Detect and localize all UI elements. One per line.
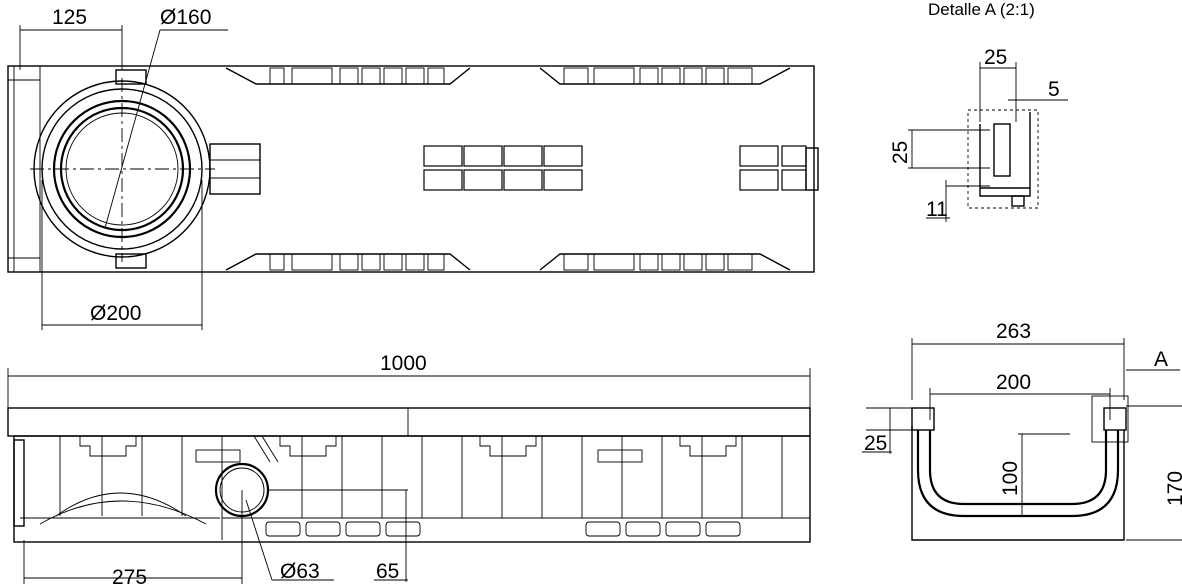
center-grid [423, 145, 807, 191]
dim-detail-base: 11 [926, 198, 948, 221]
top-view: 125 Ø160 Ø200 [7, 6, 819, 330]
dim-total-height: 170 [1164, 471, 1182, 506]
dim-detail-lip: 5 [1048, 78, 1060, 101]
dim-rim: 25 [864, 432, 887, 455]
dim-offset: 125 [52, 6, 87, 29]
dim-socket-diameter: Ø200 [90, 302, 141, 325]
dim-depth: 100 [999, 461, 1022, 496]
rib-pattern-top [269, 67, 753, 85]
dim-outer-width: 263 [996, 320, 1031, 343]
cross-section: 263 200 A 25 100 170 [862, 320, 1182, 541]
side-view: 1000 [7, 352, 811, 586]
detail-callout-label: A [1154, 348, 1168, 371]
dim-detail-height: 25 [889, 141, 912, 164]
dim-outlet-diameter: Ø63 [280, 560, 320, 583]
rib-pattern-bottom [269, 253, 753, 271]
dim-length: 1000 [380, 352, 427, 375]
dim-outlet-position: 275 [112, 566, 147, 586]
detail-a: Detalle A (2:1) 25 5 25 11 [889, 0, 1068, 222]
dim-detail-width: 25 [984, 46, 1007, 69]
dim-outlet-height: 65 [376, 560, 399, 583]
detail-title: Detalle A (2:1) [928, 0, 1035, 19]
dim-inner-width: 200 [996, 371, 1031, 394]
side-ribs [59, 436, 810, 540]
bottom-slots [265, 521, 741, 537]
dim-pipe-diameter: Ø160 [160, 6, 211, 29]
